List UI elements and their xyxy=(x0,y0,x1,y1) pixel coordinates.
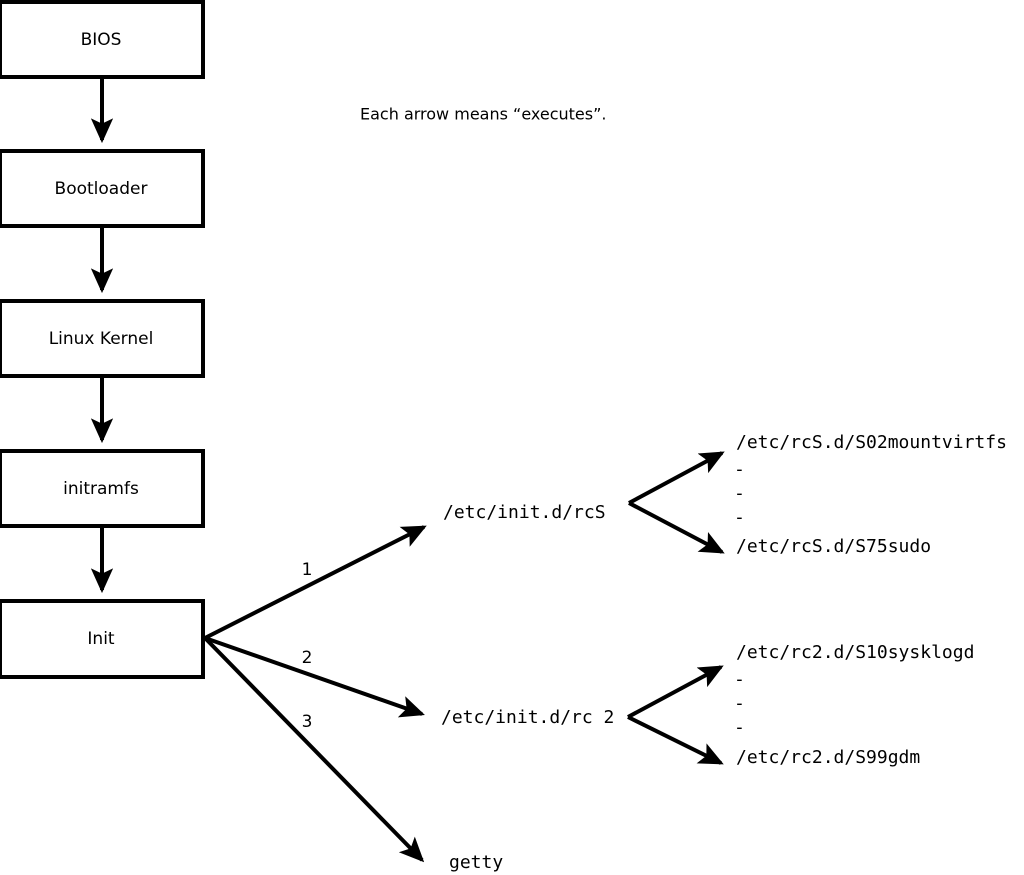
stage-box-linux-kernel[interactable]: Linux Kernel xyxy=(0,299,205,378)
bootloader-box-label: Bootloader xyxy=(55,179,148,199)
edge-number-1: 1 xyxy=(302,560,313,580)
bios-box-label: BIOS xyxy=(81,30,122,50)
init-box-rect xyxy=(0,599,205,679)
arrow-init-to-rcS xyxy=(204,525,427,640)
stage-box-initramfs[interactable]: initramfs xyxy=(0,449,205,528)
bios-box-rect xyxy=(0,0,205,79)
terminal-node-getty[interactable]: getty xyxy=(449,852,503,873)
arrow-rcS-to-s75sudo xyxy=(628,501,725,554)
rc2-ellipsis-dash-2: - xyxy=(734,693,745,714)
arrow-init-to-getty xyxy=(203,636,425,863)
arrow-init-to-rc2 xyxy=(204,636,425,718)
edge-number-2: 2 xyxy=(302,648,313,668)
stage-box-init[interactable]: Init xyxy=(0,599,205,679)
linux-kernel-box-label: Linux Kernel xyxy=(49,329,154,349)
rcS-child-s75sudo[interactable]: /etc/rcS.d/S75sudo xyxy=(736,536,931,557)
arrow-rcS-to-s02mountvirtfs xyxy=(628,451,725,505)
rcS-ellipsis-dash-3: - xyxy=(734,507,745,528)
rc2-ellipsis-dash-3: - xyxy=(734,717,745,738)
script-node-rc2-label[interactable]: /etc/init.d/rc 2 xyxy=(441,707,614,728)
script-node-rcS-label[interactable]: /etc/init.d/rcS xyxy=(443,502,606,523)
linux-kernel-box-rect xyxy=(0,299,205,378)
rc2-child-s99gdm[interactable]: /etc/rc2.d/S99gdm xyxy=(736,747,920,768)
initramfs-box-label: initramfs xyxy=(63,479,139,499)
rc2-ellipsis-dash-1: - xyxy=(734,669,745,690)
init-box-label: Init xyxy=(87,629,115,649)
stage-box-bios[interactable]: BIOS xyxy=(0,0,205,79)
rc2-child-s10sysklogd[interactable]: /etc/rc2.d/S10sysklogd xyxy=(736,642,974,663)
edge-number-3: 3 xyxy=(302,712,313,732)
rcS-ellipsis-dash-2: - xyxy=(734,483,745,504)
arrow-rc2-to-s10sysklogd xyxy=(627,665,724,719)
initramfs-box-rect xyxy=(0,449,205,528)
rcS-ellipsis-dash-1: - xyxy=(734,459,745,480)
rcS-child-s02mountvirtfs[interactable]: /etc/rcS.d/S02mountvirtfs xyxy=(736,432,1007,453)
stage-box-bootloader[interactable]: Bootloader xyxy=(0,149,205,228)
bootloader-box-rect xyxy=(0,149,205,228)
arrow-rc2-to-s99gdm xyxy=(627,715,724,765)
legend-note: Each arrow means “executes”. xyxy=(360,105,606,124)
